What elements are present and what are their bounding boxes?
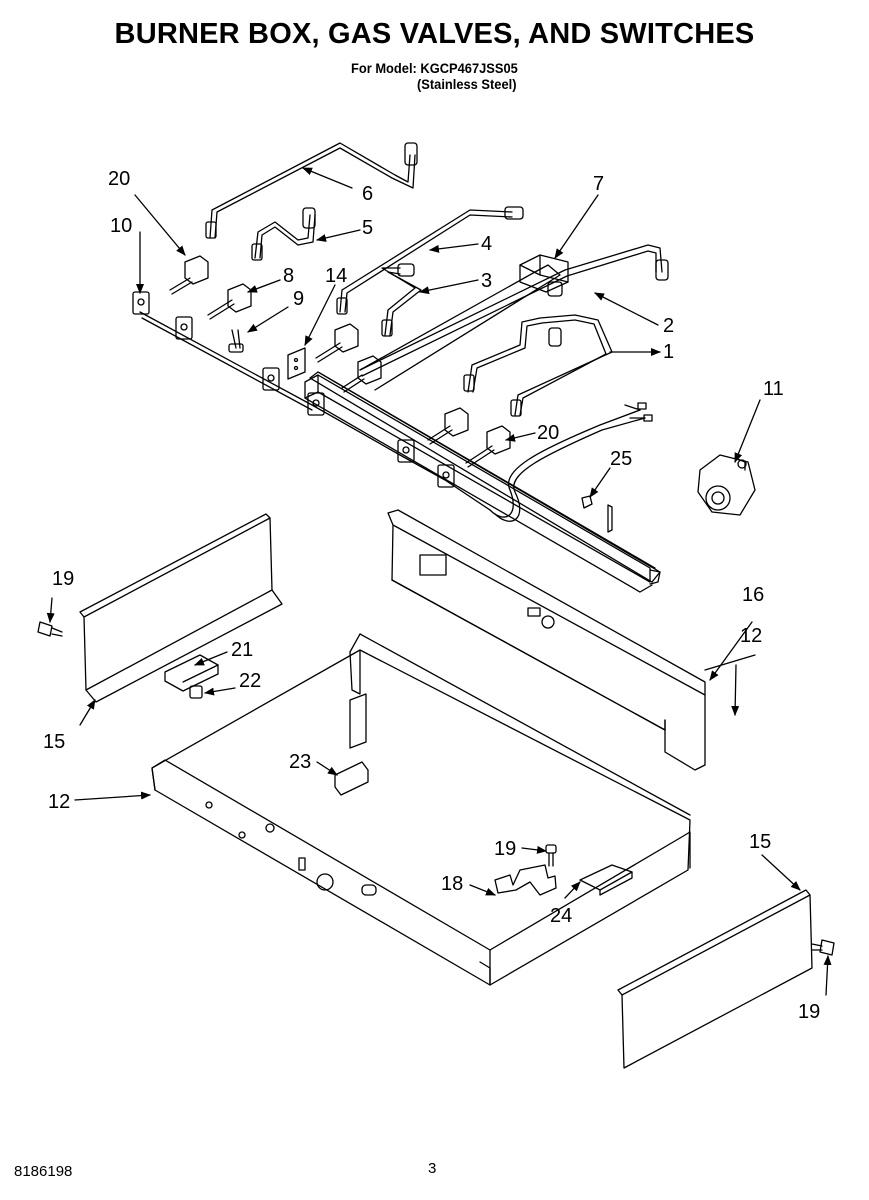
callout-19-center: 19 (494, 838, 516, 860)
callout-7: 7 (593, 173, 604, 195)
model-number: For Model: KGCP467JSS05 (351, 60, 518, 76)
nut-22 (189, 685, 203, 699)
model-finish: (Stainless Steel) (417, 76, 517, 92)
gas-manifold (309, 264, 661, 585)
callout-23: 23 (289, 751, 311, 773)
callout-9: 9 (293, 288, 304, 310)
burner-box-front-rail (304, 374, 653, 593)
gas-valves (169, 255, 511, 468)
callout-24: 24 (550, 905, 572, 927)
callout-18: 18 (441, 873, 463, 895)
burner-box-tray (151, 633, 691, 986)
callout-14: 14 (325, 265, 347, 287)
callout-labels: 1 2 3 4 5 6 7 8 9 10 11 12 12 14 15 15 1… (43, 168, 820, 1023)
side-panel-right (617, 889, 813, 1069)
callout-8: 8 (283, 265, 294, 287)
callout-20-right: 20 (537, 422, 559, 444)
ignition-switches (132, 291, 455, 488)
callout-25: 25 (610, 448, 632, 470)
callout-15-right: 15 (749, 831, 771, 853)
document-number: 8186198 (14, 1163, 73, 1180)
screw-25 (581, 495, 613, 533)
screw-19-right (811, 939, 835, 956)
screw-19-center (545, 844, 557, 867)
callout-4: 4 (481, 233, 492, 255)
callout-5: 5 (362, 217, 373, 239)
gas-tube-4 (336, 206, 524, 315)
callout-11: 11 (763, 378, 784, 400)
page-number: 3 (428, 1160, 437, 1177)
callout-16: 16 (742, 584, 764, 606)
page-title: BURNER BOX, GAS VALVES, AND SWITCHES (114, 18, 755, 50)
rear-panel (387, 509, 706, 771)
callout-20-top: 20 (108, 168, 130, 190)
manifold-inlet (519, 254, 569, 297)
callout-12-left: 12 (48, 791, 70, 813)
callout-19-left: 19 (52, 568, 74, 590)
gas-tube-1 (463, 314, 613, 417)
callout-6: 6 (362, 183, 373, 205)
pressure-regulator (697, 454, 756, 516)
callout-21: 21 (231, 639, 253, 661)
callout-2: 2 (663, 315, 674, 337)
leader-lines (46, 167, 832, 996)
callout-15-left: 15 (43, 731, 65, 753)
gas-tube-5 (251, 207, 316, 261)
callout-19-right: 19 (798, 1001, 820, 1023)
callout-3: 3 (481, 270, 492, 292)
bracket-18 (494, 864, 557, 896)
valve-screw (228, 329, 244, 353)
bracket-24 (579, 864, 633, 896)
switch-harness (139, 311, 653, 522)
gas-tube-3 (381, 263, 422, 337)
switch-bracket-plate (287, 347, 306, 380)
gas-tube-6 (205, 142, 418, 239)
gas-tube-2 (359, 244, 669, 377)
callout-22: 22 (239, 670, 261, 692)
bracket-21 (164, 654, 219, 692)
side-panel-left (79, 513, 283, 703)
callout-10: 10 (110, 215, 132, 237)
screw-19-left (37, 621, 63, 637)
callout-1: 1 (663, 341, 674, 363)
bracket-23 (334, 693, 369, 796)
callout-12-right: 12 (740, 625, 762, 647)
